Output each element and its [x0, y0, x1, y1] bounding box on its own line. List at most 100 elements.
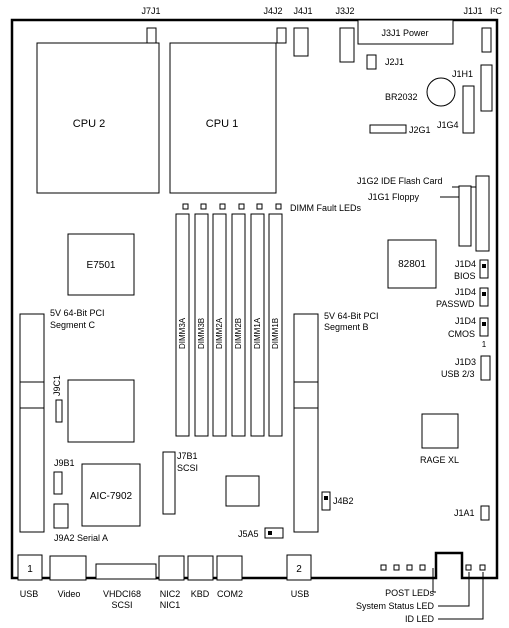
j1d4-passwd-label-2: PASSWD: [436, 299, 475, 309]
usb-1-number: 1: [27, 564, 33, 575]
j3j1-label: J3J1 Power: [381, 28, 428, 38]
dimm3a-slot: [175, 213, 190, 437]
usb-2-port: [286, 554, 312, 581]
cmos-jumper-cap: [482, 322, 486, 326]
cpu2-socket: [36, 42, 160, 194]
j5a5-label: J5A5: [238, 529, 259, 539]
pci-segment-b-slot: [293, 313, 319, 533]
scsi-label: SCSI: [111, 600, 132, 610]
nic2-label: NIC2: [160, 589, 181, 599]
cpu2-label: CPU 2: [73, 118, 105, 130]
dimm2b-label: DIMM2B: [234, 318, 243, 349]
j4j1-header: [293, 27, 309, 57]
post-leds: [380, 564, 426, 571]
kbd-port: [187, 555, 214, 581]
dimm2a-slot: [212, 213, 227, 437]
j4j2-header: [276, 27, 287, 44]
e7501-label: E7501: [87, 260, 116, 271]
j1j1-header: [481, 27, 492, 53]
j1g4-header: [462, 85, 475, 134]
j2j1-label: J2J1: [385, 57, 404, 67]
j1g4-label: J1G4: [437, 120, 459, 130]
br2032-battery: [426, 77, 456, 107]
system-status-leader: [438, 572, 470, 607]
j9c1-header: [55, 399, 63, 423]
j3j2-header: [339, 27, 355, 63]
usb-2-label: USB: [291, 589, 310, 599]
pci-segment-c-slot: [19, 313, 45, 533]
video-port: [49, 555, 87, 581]
ide-flash-connector: [475, 175, 490, 252]
center-chip: [225, 475, 260, 507]
dimm-fault-leds: [182, 203, 282, 210]
battery-label: BR2032: [385, 92, 418, 102]
j1d3-usb-header: [480, 355, 491, 381]
post-leds-leader: [432, 568, 436, 593]
j2g1-header: [369, 124, 407, 134]
chip-near-pci-c: [67, 379, 135, 443]
id-led: [479, 564, 486, 571]
j1d4-cmos-label-1: J1D4: [455, 316, 476, 326]
e7501-chip: [67, 233, 135, 296]
j9c1-label: J9C1: [52, 375, 62, 396]
j1h1-label: J1H1: [452, 69, 473, 79]
j4b2-header: [321, 491, 331, 511]
scsi-vhdci-port: [95, 563, 157, 580]
nic-port: [158, 555, 185, 581]
system-status-led-label: System Status LED: [356, 601, 435, 611]
j7j1-header: [146, 27, 157, 44]
id-led-leader: [438, 572, 484, 620]
dimm1a-slot: [250, 213, 265, 437]
com2-port: [216, 555, 243, 581]
pci-segment-c-label-2: Segment C: [50, 320, 96, 330]
usb-2-number: 2: [296, 564, 302, 575]
bios-jumper-cap: [482, 264, 486, 268]
rage-xl-chip: [421, 413, 459, 449]
dimm3b-slot: [194, 213, 209, 437]
dimm1b-slot: [268, 213, 283, 437]
pin1-label: 1: [482, 340, 487, 349]
dimm1b-label: DIMM1B: [271, 318, 280, 349]
j1h1-header: [480, 64, 493, 112]
kbd-label: KBD: [191, 589, 210, 599]
cmos-jumper: [479, 317, 489, 337]
j1d3-label-1: J1D3: [455, 357, 476, 367]
j4b2-jumper-cap: [324, 496, 328, 500]
j3j2-label: J3J2: [335, 6, 354, 16]
video-label: Video: [58, 589, 81, 599]
cpu1-label: CPU 1: [206, 118, 238, 130]
pci-segment-b-label-2: Segment B: [324, 322, 369, 332]
passwd-jumper-cap: [482, 292, 486, 296]
post-leds-label: POST LEDs: [385, 588, 434, 598]
cpu1-socket: [169, 42, 277, 194]
dimm3b-label: DIMM3B: [197, 318, 206, 349]
dimm3a-label: DIMM3A: [178, 317, 187, 349]
j5a5-header: [264, 527, 284, 539]
j7b1-scsi-connector: [162, 451, 176, 515]
j2j1-header: [366, 54, 377, 70]
j1g2-label: J1G2 IDE Flash Card: [357, 176, 443, 186]
j7b1-label-2: SCSI: [177, 463, 198, 473]
j3j1-power-connector: [357, 19, 454, 45]
j1d4-bios-label-2: BIOS: [454, 271, 476, 281]
floppy-connector: [458, 185, 472, 247]
passwd-jumper: [479, 287, 489, 307]
ich-82801-label: 82801: [398, 259, 426, 270]
j4j1-label: J4J1: [293, 6, 312, 16]
id-led-label: ID LED: [405, 614, 435, 624]
aic-7902-chip: [81, 463, 141, 527]
aic-7902-label: AIC-7902: [90, 491, 133, 502]
j1a1-header: [480, 505, 490, 521]
j1d4-cmos-label-2: CMOS: [448, 329, 475, 339]
ich-82801-chip: [387, 239, 437, 289]
j9a2-label: J9A2 Serial A: [54, 533, 108, 543]
dimm1a-label: DIMM1A: [253, 317, 262, 349]
usb-1-label: USB: [20, 589, 39, 599]
j2g1-label: J2G1: [409, 125, 431, 135]
system-status-led: [465, 564, 472, 571]
i2c-label: I²C: [490, 6, 502, 16]
j1j1-label: J1J1: [463, 6, 482, 16]
usb-1-port: [17, 554, 43, 581]
dimm-slots: [175, 213, 283, 437]
dimm-fault-leds-label: DIMM Fault LEDs: [290, 203, 362, 213]
